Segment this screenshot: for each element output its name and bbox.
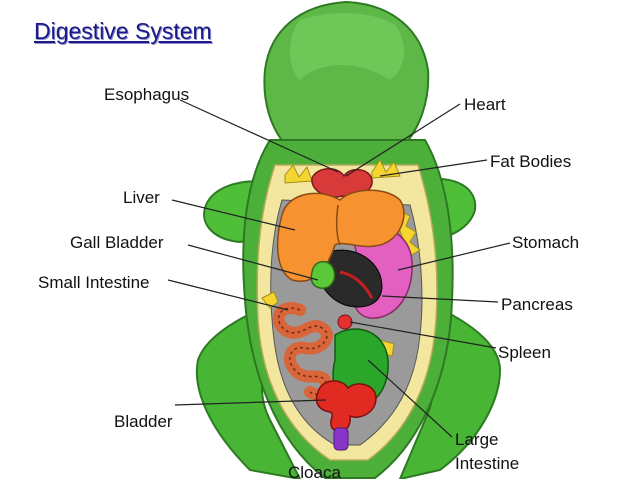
liver-organ [276,189,405,282]
pancreas-red-streak [339,270,374,299]
leader-lines [167,99,511,438]
label-gall-bladder: Gall Bladder [70,233,164,252]
leader-spleen [349,321,497,349]
label-esophagus: Esophagus [104,85,190,104]
leader-liver [171,199,296,231]
label-stomach: Stomach [512,233,580,252]
label-large-intestine-line1: Large [455,430,499,449]
small-intestine-organ [272,302,333,401]
leader-pancreas [381,295,499,303]
fat-bodies-left [284,164,313,184]
leader-small-intestine [167,279,289,311]
label-spleen: Spleen [498,343,551,362]
leader-bladder [174,399,327,406]
label-fat-bodies: Fat Bodies [490,152,572,171]
spleen-organ [337,314,353,330]
head-shading [289,13,405,80]
label-cloaca: Cloaca [288,463,341,482]
leader-gall-bladder [187,244,319,281]
leader-fat-bodies [379,159,488,177]
label-heart: Heart [464,95,506,114]
label-pancreas: Pancreas [501,295,573,314]
leader-large-intestine [367,359,453,438]
gall-bladder-organ [310,260,336,289]
label-liver: Liver [123,188,160,207]
label-small-intestine: Small Intestine [38,273,150,292]
cloaca-organ [333,427,349,451]
label-bladder: Bladder [114,412,173,431]
leader-stomach [397,242,511,271]
label-large-intestine-line2: Intestine [455,454,520,473]
leader-heart [345,103,461,177]
diagram-title: Digestive System [34,18,212,44]
bladder-organ [315,380,377,433]
leader-esophagus [179,99,339,173]
liver-lobe-line [335,204,341,246]
